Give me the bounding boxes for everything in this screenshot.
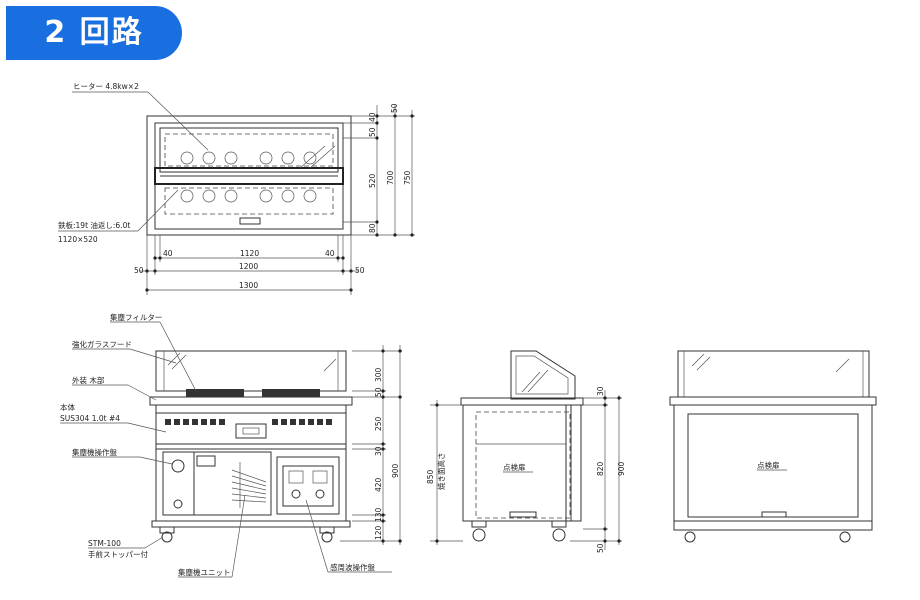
- vdim-40: 40: [368, 112, 377, 122]
- dust-panel-switch: [196, 455, 216, 467]
- dust-unit-compartment: [162, 451, 272, 516]
- fdim-30: 30: [374, 446, 383, 456]
- side-height-label: 焼き面高さ: [436, 453, 446, 491]
- center-display: [235, 423, 267, 439]
- fdim-420: 420: [374, 477, 383, 492]
- back-view: 点検扉: [669, 350, 877, 543]
- side-door-outline: [475, 411, 571, 519]
- back-hood: [677, 350, 870, 398]
- fdim-130: 130: [374, 507, 383, 522]
- side-dim-50: 50: [596, 543, 605, 553]
- dust-filter-label: 集塵フィルター: [110, 312, 162, 322]
- iron-plate-label: 鉄板:19t 油返し:6.0t: [58, 220, 130, 230]
- top-drain: [239, 217, 261, 225]
- side-dim-820: 820: [596, 461, 605, 476]
- front-view: 集塵フィルター 強化ガラスフード 外装 木部 本体 SUS304 1.0t #4…: [60, 312, 402, 578]
- iron-plate-size: 1120×520: [58, 235, 98, 244]
- fdim-300: 300: [374, 367, 383, 382]
- heater-coils: [180, 151, 317, 203]
- ih-control-panel: [282, 465, 334, 507]
- front-top-edge: [149, 396, 353, 406]
- top-outer-frame: [146, 115, 352, 236]
- back-handle: [761, 511, 787, 518]
- side-handle: [509, 511, 537, 518]
- stopper-desc-label: 手前ストッパー付: [88, 549, 148, 559]
- side-casters: [471, 520, 567, 542]
- fdim-900: 900: [391, 463, 400, 478]
- back-casters: [684, 531, 851, 543]
- ih-panel-label: 感周波操作盤: [330, 562, 375, 572]
- dust-panel-indicator: [173, 499, 183, 509]
- vdim-700: 700: [386, 170, 395, 185]
- dim-1120: 1120: [240, 249, 259, 258]
- dust-panel-label: 集塵機操作盤: [72, 447, 117, 457]
- vdim-750: 750: [403, 170, 412, 185]
- fdim-250: 250: [374, 416, 383, 431]
- side-dim-900: 900: [617, 461, 626, 476]
- back-door-label: 点検扉: [757, 460, 780, 470]
- heater-label: ヒーター 4.8kw×2: [73, 82, 139, 91]
- vdim-80: 80: [368, 223, 377, 233]
- glass-hood-label: 強化ガラスフード: [72, 339, 132, 349]
- dim-40-right: 40: [325, 249, 335, 258]
- dust-unit-fan: [231, 462, 267, 508]
- dim-50-right: 50: [355, 266, 365, 275]
- front-control-strip: [165, 419, 332, 439]
- front-base: [151, 520, 351, 528]
- front-casters: [159, 526, 335, 543]
- top-hood-area: [159, 127, 339, 173]
- side-door-label: 点検扉: [503, 462, 526, 472]
- dim-1300: 1300: [239, 281, 258, 290]
- side-hood: [510, 350, 576, 400]
- vdim-520: 520: [368, 173, 377, 188]
- top-plate-dash: [164, 187, 334, 215]
- side-view: 点検扉 850 焼き面高さ 30 820 900 50: [426, 350, 626, 553]
- body-material-label: SUS304 1.0t #4: [60, 414, 120, 423]
- top-view: ヒーター 4.8kw×2 鉄板:19t 油返し:6.0t 1120×520 40…: [58, 82, 415, 295]
- vdim-50: 50: [390, 103, 399, 113]
- dim-1200: 1200: [239, 262, 258, 271]
- dust-unit-label: 集塵機ユニット: [178, 567, 231, 577]
- back-top: [669, 396, 877, 406]
- fdim-50: 50: [374, 387, 383, 397]
- fdim-120: 120: [374, 525, 383, 540]
- top-hood-dash: [164, 133, 334, 167]
- dust-panel-knob: [171, 459, 185, 473]
- dust-filter-left: [186, 389, 244, 397]
- exterior-label: 外装 木部: [72, 375, 105, 385]
- vdim-50b: 50: [368, 127, 377, 137]
- stopper-model-label: STM-100: [88, 539, 121, 548]
- ih-panel-compartment: [276, 456, 340, 515]
- side-height-850: 850: [426, 469, 435, 484]
- dust-filter-right: [262, 389, 320, 397]
- dim-50-left: 50: [134, 266, 144, 275]
- front-glass-hood: [155, 350, 347, 392]
- back-body: [673, 404, 873, 531]
- side-dim-30: 30: [596, 386, 605, 396]
- body-label: 本体: [60, 402, 75, 412]
- top-glass-bar: [154, 167, 344, 185]
- dim-40-left: 40: [163, 249, 173, 258]
- circuit-count-badge: 2 回路: [6, 6, 182, 60]
